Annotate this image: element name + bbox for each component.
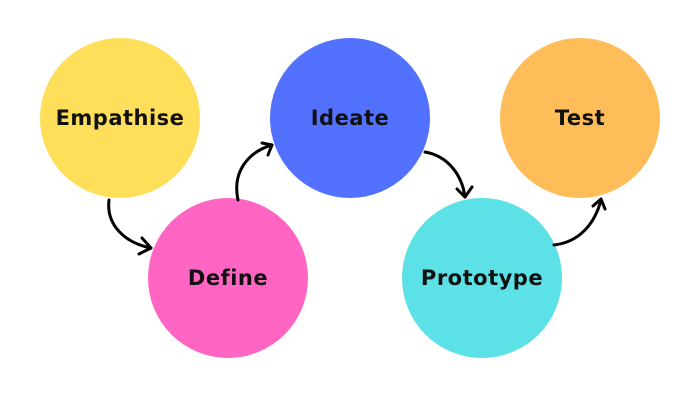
arrow-ideate-to-prototype — [423, 150, 474, 199]
stage-test: Test — [500, 38, 660, 198]
stage-ideate: Ideate — [270, 38, 430, 198]
stage-label: Prototype — [420, 266, 544, 290]
arrow-empathise-to-define — [107, 198, 153, 256]
arrow-define-to-ideate — [235, 141, 274, 202]
arrow-prototype-to-test — [552, 197, 607, 247]
stage-label: Test — [554, 106, 606, 130]
stage-define: Define — [148, 198, 308, 358]
stage-empathise: Empathise — [40, 38, 200, 198]
stage-prototype: Prototype — [402, 198, 562, 358]
stage-label: Ideate — [310, 106, 390, 130]
stage-label: Define — [187, 266, 269, 290]
stage-label: Empathise — [55, 106, 185, 130]
